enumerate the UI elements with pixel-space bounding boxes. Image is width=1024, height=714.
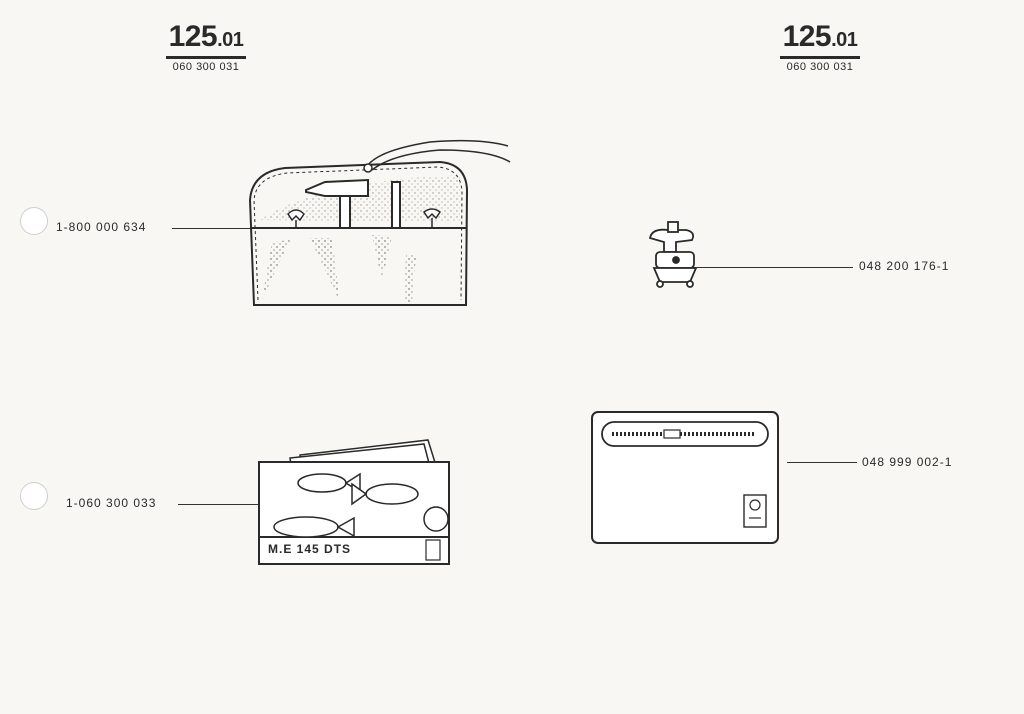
label-tool-pouch: 1-800 000 634 [56,220,147,234]
leader-zip-bag [787,462,857,463]
leader-manual [178,504,258,505]
label-zip-bag: 048 999 002-1 [862,455,953,469]
punch-hole-top [20,207,48,235]
grease-gun-drawing [648,221,698,288]
manual-drawing [258,439,450,565]
header-right: 125.01 060 300 031 [780,22,860,73]
punch-hole-bottom [20,482,48,510]
header-code: 060 300 031 [172,61,240,73]
label-grease-gun: 048 200 176-1 [859,259,950,273]
header-number-main: 125 [168,20,218,53]
header-rule [166,56,246,59]
tool-pouch-drawing [248,139,511,306]
header-number-suffix: .01 [217,29,244,51]
header-code: 060 300 031 [786,61,854,73]
header-left: 125.01 060 300 031 [166,22,246,73]
label-manual: 1-060 300 033 [66,496,157,510]
header-number-suffix: .01 [831,29,858,51]
header-number: 125.01 [780,22,860,55]
manual-cover-text: M.E 145 DTS [268,542,352,556]
leader-grease-gun [693,267,853,268]
header-rule [780,56,860,59]
header-number: 125.01 [166,22,246,55]
zip-bag-drawing [591,411,779,544]
header-number-main: 125 [782,20,832,53]
